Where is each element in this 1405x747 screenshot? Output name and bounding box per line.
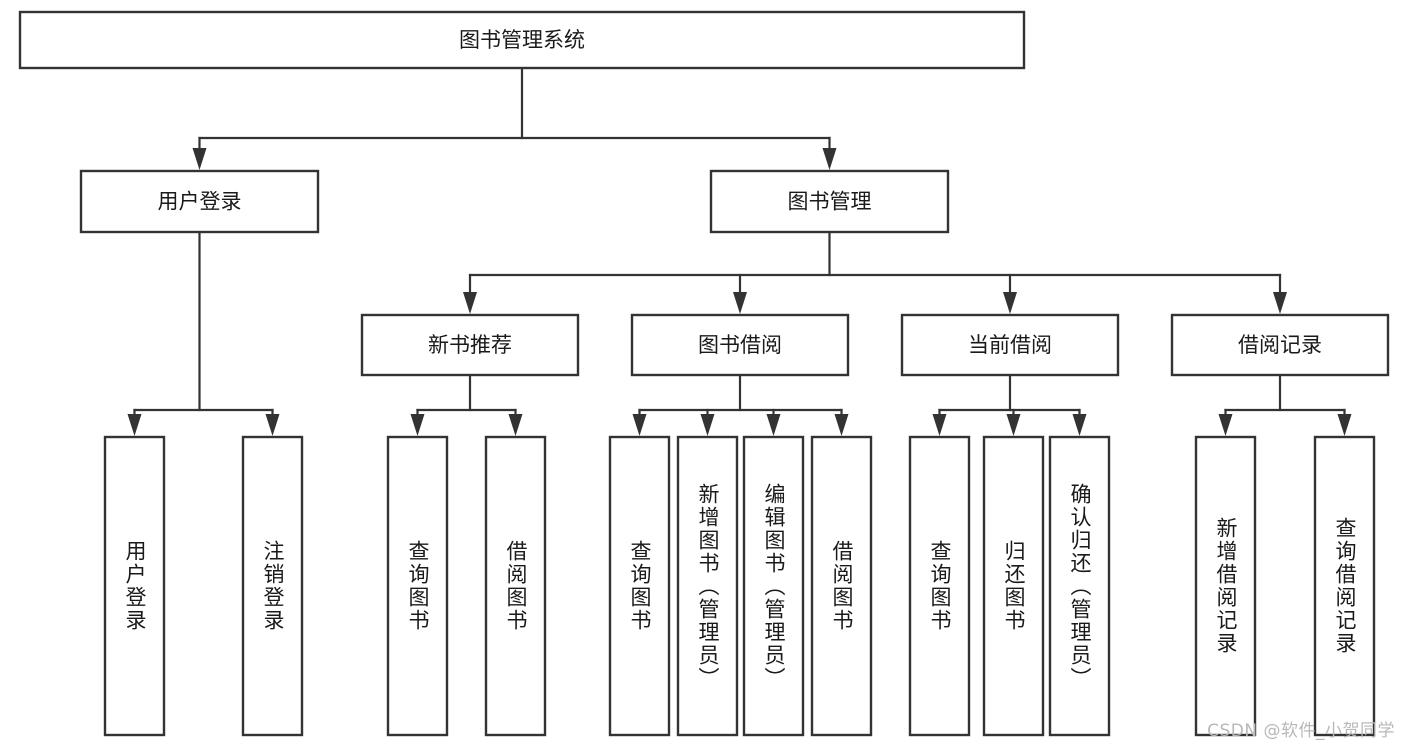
- arrow-head-icon-leaf-borrow-book-1: [508, 414, 523, 436]
- node-label-book-management: 图书管理: [788, 190, 872, 214]
- arrow-head-icon-leaf-query-book-3: [932, 414, 947, 436]
- node-box-leaf-user-login[interactable]: [103, 435, 166, 737]
- node-label-current-borrow: 当前借阅: [968, 333, 1052, 357]
- arrow-head-icon-current-borrow: [1003, 292, 1017, 314]
- node-label-new-book-recommend: 新书推荐: [428, 333, 512, 357]
- node-box-leaf-query-book-1[interactable]: [386, 435, 449, 737]
- arrow-head-icon-user-login: [192, 148, 207, 170]
- node-box-leaf-confirm-return[interactable]: [1048, 435, 1111, 737]
- connectors-layer: [127, 66, 1352, 436]
- csdn-watermark: CSDN @软件_小贺同学: [1207, 721, 1395, 741]
- node-box-leaf-borrow-book-1[interactable]: [484, 435, 547, 737]
- arrow-head-icon-book-management: [822, 148, 837, 170]
- arrow-head-icon-leaf-add-borrow-record: [1218, 414, 1233, 436]
- node-box-leaf-query-book-3[interactable]: [908, 435, 971, 737]
- node-box-current-borrow[interactable]: [900, 313, 1120, 377]
- arrow-head-icon-leaf-user-login: [127, 414, 142, 436]
- arrow-head-icon-leaf-edit-book: [766, 414, 781, 436]
- node-box-leaf-logout[interactable]: [241, 435, 304, 737]
- node-box-book-borrow[interactable]: [630, 313, 850, 377]
- node-box-leaf-query-borrow-record[interactable]: [1313, 435, 1376, 737]
- node-label-user-login: 用户登录: [158, 190, 242, 214]
- node-box-leaf-edit-book[interactable]: [742, 435, 805, 737]
- arrow-head-icon-leaf-add-book: [700, 414, 715, 436]
- node-box-book-management[interactable]: [709, 169, 950, 234]
- node-box-leaf-borrow-book-2[interactable]: [810, 435, 873, 737]
- node-box-leaf-add-borrow-record[interactable]: [1194, 435, 1257, 737]
- boxes-layer: [18, 10, 1390, 737]
- node-box-borrow-record[interactable]: [1170, 313, 1390, 377]
- node-box-root[interactable]: [18, 10, 1026, 70]
- arrow-head-icon-leaf-query-book-2: [632, 414, 647, 436]
- node-label-borrow-record: 借阅记录: [1238, 333, 1322, 357]
- node-box-leaf-add-book[interactable]: [676, 435, 739, 737]
- node-label-root: 图书管理系统: [459, 28, 585, 52]
- arrow-head-icon-leaf-query-borrow-record: [1337, 414, 1352, 436]
- arrow-head-icon-leaf-borrow-book-2: [834, 414, 849, 436]
- arrow-head-icon-book-borrow: [733, 292, 747, 314]
- node-label-book-borrow: 图书借阅: [698, 333, 782, 357]
- node-box-new-book-recommend[interactable]: [360, 313, 580, 377]
- arrow-head-icon-leaf-confirm-return: [1072, 414, 1087, 436]
- arrow-head-icon-leaf-return-book: [1006, 414, 1021, 436]
- node-box-leaf-return-book[interactable]: [982, 435, 1045, 737]
- node-box-user-login[interactable]: [79, 169, 320, 234]
- arrow-head-icon-new-book-recommend: [463, 292, 477, 314]
- node-box-leaf-query-book-2[interactable]: [608, 435, 671, 737]
- arrow-head-icon-leaf-query-book-1: [410, 414, 425, 436]
- arrow-head-icon-leaf-logout: [265, 414, 280, 436]
- arrow-head-icon-borrow-record: [1273, 292, 1287, 314]
